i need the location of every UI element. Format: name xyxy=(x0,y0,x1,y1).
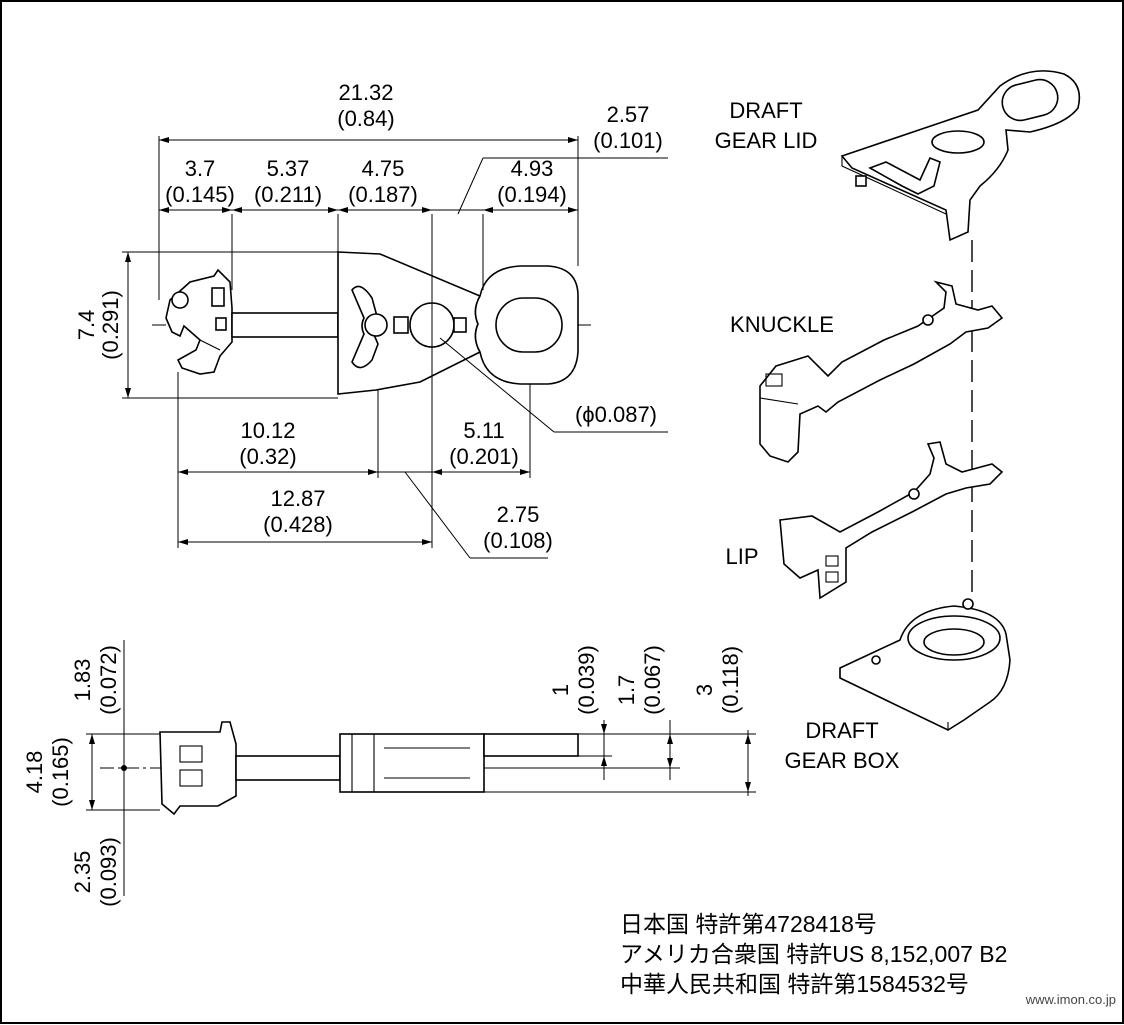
top-view-tail-ring xyxy=(474,265,579,385)
dim-d8-inch: (0.108) xyxy=(483,528,553,553)
top-view-dimensions xyxy=(122,136,668,559)
dim-d5-inch: (0.32) xyxy=(239,444,296,469)
dim-d3-mm: 4.75 xyxy=(362,156,405,181)
knuckle-part xyxy=(759,280,1004,463)
patent-usa: アメリカ合衆国 特許US 8,152,007 B2 xyxy=(620,941,1007,967)
dim-height-mm: 7.4 xyxy=(74,310,99,341)
side-view xyxy=(86,640,756,896)
dim-thick3-inch: (0.118) xyxy=(718,646,743,714)
dim-side-top-mm: 1.83 xyxy=(70,659,95,702)
patent-info: 日本国 特許第4728418号 アメリカ合衆国 特許US 8,152,007 B… xyxy=(620,911,1007,997)
dim-d2-inch: (0.211) xyxy=(254,182,322,207)
label-knuckle: KNUCKLE xyxy=(730,312,834,337)
label-draft-gear-lid-1: DRAFT xyxy=(729,98,802,123)
dim-side-body-inch: (0.165) xyxy=(48,737,73,807)
label-lip: LIP xyxy=(725,544,758,569)
part-labels: DRAFT GEAR LID KNUCKLE LIP DRAFT GEAR BO… xyxy=(715,98,900,773)
dim-d4-mm: 4.93 xyxy=(511,156,554,181)
top-view-dimension-labels: 21.32 (0.84) 2.57 (0.101) 3.7 (0.145) 5.… xyxy=(74,80,663,553)
dim-side-bottom-mm: 2.35 xyxy=(70,851,95,894)
dim-side-top-inch: (0.072) xyxy=(96,645,121,715)
draft-gear-box-part xyxy=(839,598,1011,731)
dim-side-body-mm: 4.18 xyxy=(22,751,47,794)
dim-d2-mm: 5.37 xyxy=(267,156,310,181)
draft-gear-lid-part xyxy=(840,70,1081,242)
dim-thick1-inch: (0.039) xyxy=(574,645,599,715)
top-view xyxy=(152,251,592,395)
dim-d4-inch: (0.194) xyxy=(497,182,567,207)
top-view-shank xyxy=(231,312,339,338)
dim-overall-mm: 21.32 xyxy=(338,80,393,105)
dim-tail-inch: (0.101) xyxy=(593,128,663,153)
patent-china: 中華人民共和国 特許第1584532号 xyxy=(620,971,969,997)
dim-thick2-mm: 1.7 xyxy=(614,675,639,706)
top-view-draft-gear xyxy=(337,251,482,395)
patent-japan: 日本国 特許第4728418号 xyxy=(620,911,877,937)
dim-height-inch: (0.291) xyxy=(98,290,123,360)
dim-hole: (ϕ0.087) xyxy=(575,402,657,427)
lip-part xyxy=(779,441,1004,600)
side-view-dimension-labels: 1.83 (0.072) 4.18 (0.165) 2.35 (0.093) 1… xyxy=(22,645,743,907)
dim-thick1-mm: 1 xyxy=(548,684,573,696)
label-draft-gear-box-1: DRAFT xyxy=(805,718,878,743)
dim-d7-mm: 12.87 xyxy=(270,486,325,511)
dim-tail-mm: 2.57 xyxy=(607,102,650,127)
dim-d5-mm: 10.12 xyxy=(240,418,295,443)
dim-d6-inch: (0.201) xyxy=(449,444,519,469)
dim-d6-mm: 5.11 xyxy=(463,418,504,443)
top-view-knuckle xyxy=(165,268,233,375)
label-draft-gear-lid-2: GEAR LID xyxy=(715,128,818,153)
dim-d1-mm: 3.7 xyxy=(185,156,216,181)
dim-d3-inch: (0.187) xyxy=(348,182,418,207)
exploded-view xyxy=(759,70,1081,731)
dim-overall-inch: (0.84) xyxy=(337,106,394,131)
dim-side-bottom-inch: (0.093) xyxy=(96,837,121,907)
website-watermark: www.imon.co.jp xyxy=(1025,992,1116,1007)
dim-d1-inch: (0.145) xyxy=(165,182,235,207)
label-draft-gear-box-2: GEAR BOX xyxy=(785,748,900,773)
dim-thick2-inch: (0.067) xyxy=(640,645,665,715)
dim-d8-mm: 2.75 xyxy=(497,502,540,527)
dim-d7-inch: (0.428) xyxy=(263,512,333,537)
dim-thick3-mm: 3 xyxy=(692,684,717,696)
